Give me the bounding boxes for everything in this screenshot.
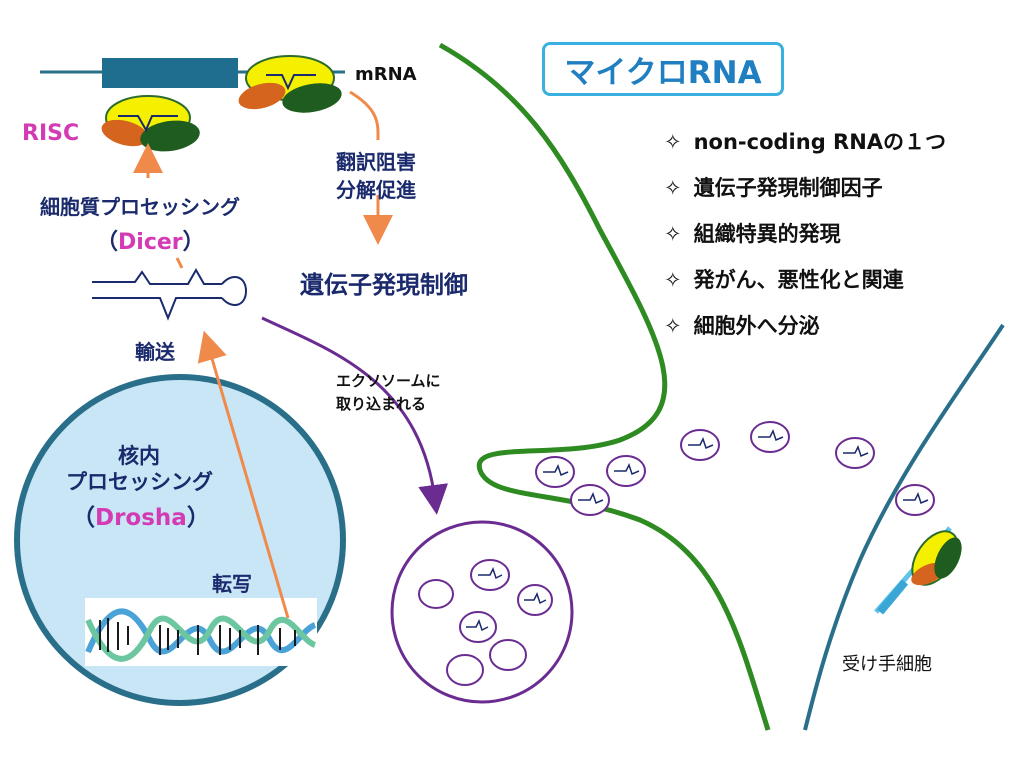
- risc-label: RISC: [22, 121, 80, 146]
- vesicle-mirna-marks: [466, 567, 547, 632]
- dicer-label: （Dicer）: [96, 230, 205, 255]
- bullet-star-icon: ✧: [664, 314, 682, 338]
- drosha-label: （Drosha）: [72, 505, 210, 531]
- mrna-label: mRNA: [355, 64, 417, 85]
- feature-item: ✧発がん、悪性化と関連: [664, 268, 904, 292]
- feature-item: ✧組織特異的発現: [664, 222, 841, 246]
- cell-membrane: [438, 42, 771, 731]
- bullet-star-icon: ✧: [664, 130, 682, 154]
- inhibit-label-1: 翻訳阻害: [336, 150, 416, 174]
- transcription-arrow: [197, 330, 290, 619]
- feature-item: ✧non-coding RNAの１つ: [664, 130, 947, 154]
- title-box: マイクロRNA: [542, 42, 784, 96]
- dna-helix-icon: [85, 598, 317, 666]
- transport-label: 輸送: [135, 340, 175, 364]
- recipient-risc-icon: [874, 526, 962, 615]
- risc-complex-on-mrna-icon: [238, 55, 342, 113]
- transcription-label: 転写: [212, 572, 252, 596]
- bullet-star-icon: ✧: [664, 268, 682, 292]
- cytoplasm-processing-label: 細胞質プロセッシング: [40, 195, 240, 219]
- nuclear-label-1: 核内: [118, 444, 160, 468]
- bullet-star-icon: ✧: [664, 176, 682, 200]
- exosome-label-1: エクソソームに: [336, 372, 441, 390]
- bullet-star-icon: ✧: [664, 222, 682, 246]
- feature-item: ✧遺伝子発現制御因子: [664, 176, 883, 200]
- gene-regulation-label: 遺伝子発現制御: [300, 271, 468, 299]
- exosome-label-2: 取り込まれる: [336, 395, 427, 413]
- page-title: マイクロRNA: [564, 54, 762, 91]
- risc-complex-icon: [101, 95, 200, 152]
- multivesicular-body: [390, 520, 574, 704]
- feature-item: ✧細胞外へ分泌: [664, 314, 820, 338]
- recipient-cell-label: 受け手細胞: [842, 654, 932, 675]
- recipient-membrane: [803, 323, 1005, 731]
- secreted-exosomes: [535, 421, 935, 516]
- dicer-cut-mark: [175, 257, 184, 269]
- inhibit-arrow: [349, 90, 380, 141]
- inhibit-label-2: 分解促進: [336, 178, 416, 202]
- exosome-arrow: [261, 316, 449, 515]
- nuclear-label-2: プロセッシング: [66, 470, 213, 494]
- pre-mirna-hairpin-icon: [92, 267, 248, 321]
